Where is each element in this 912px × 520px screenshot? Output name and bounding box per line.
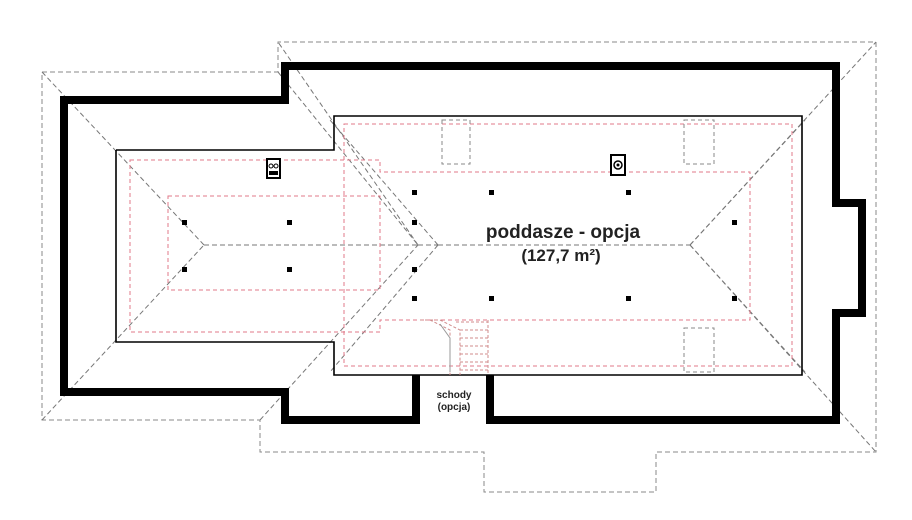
structural-posts bbox=[182, 190, 737, 301]
structural-post-icon bbox=[732, 220, 737, 225]
structural-post-icon bbox=[412, 190, 417, 195]
roof-overhang-outline bbox=[41, 41, 877, 493]
chimney-icon bbox=[610, 154, 626, 176]
stairs-label: schody bbox=[436, 390, 471, 401]
structural-post-icon bbox=[182, 220, 187, 225]
structural-post-icon bbox=[182, 267, 187, 272]
room-area: (127,7 m²) bbox=[521, 246, 600, 265]
dormer-outlines bbox=[441, 119, 715, 373]
structural-post-icon bbox=[287, 267, 292, 272]
roof-ridge-lines bbox=[41, 41, 877, 453]
structural-post-icon bbox=[412, 267, 417, 272]
structural-post-icon bbox=[732, 296, 737, 301]
structural-post-icon bbox=[412, 296, 417, 301]
structural-post-icon bbox=[626, 190, 631, 195]
structural-post-icon bbox=[626, 296, 631, 301]
stairs-outline bbox=[420, 319, 489, 375]
interior-attic-boundary bbox=[115, 115, 803, 376]
chimney-icon bbox=[266, 158, 281, 179]
exterior-walls bbox=[60, 62, 866, 424]
stairs-option-label: (opcja) bbox=[438, 402, 471, 413]
structural-post-icon bbox=[489, 296, 494, 301]
structural-post-icon bbox=[489, 190, 494, 195]
structural-post-icon bbox=[412, 220, 417, 225]
stairs-arrow bbox=[439, 323, 451, 372]
room-name: poddasze - opcja bbox=[486, 222, 641, 243]
structural-post-icon bbox=[287, 220, 292, 225]
knee-wall-line bbox=[129, 123, 793, 367]
